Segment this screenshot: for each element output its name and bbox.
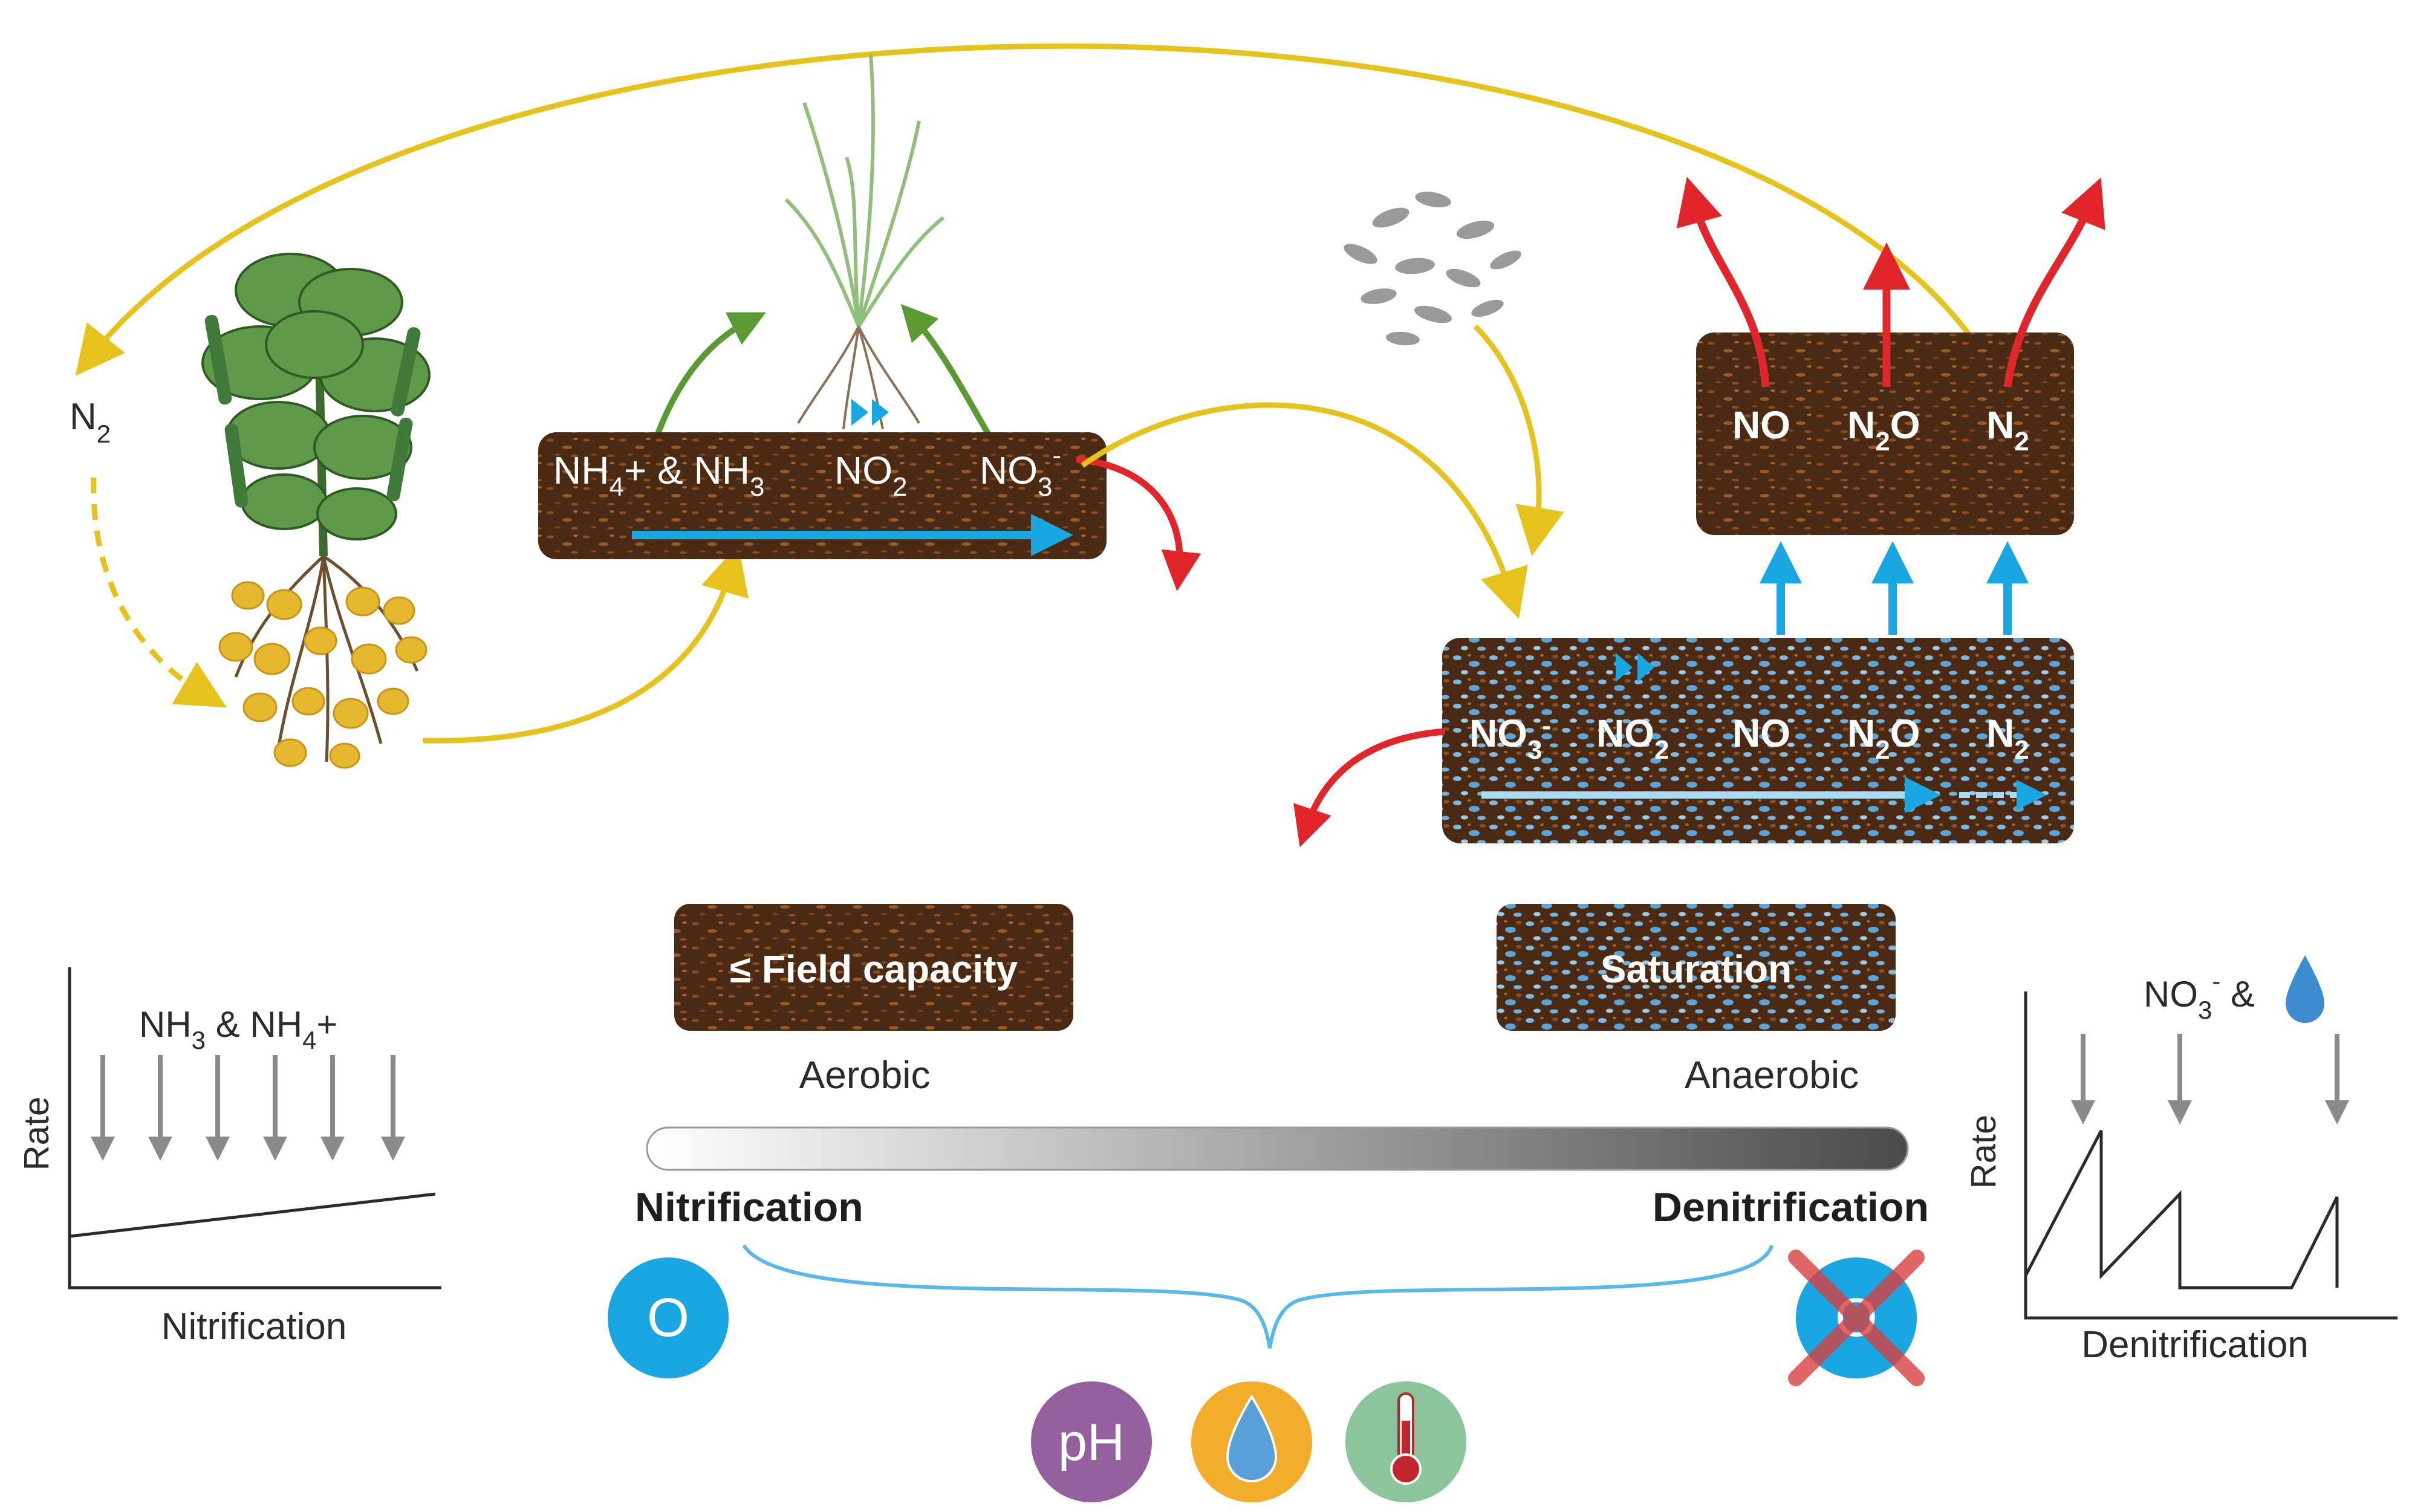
emission-n2-label: N2: [1986, 403, 2029, 456]
saturated-no-label: NO: [1732, 712, 1790, 755]
right-graph-ylabel: Rate: [1964, 1115, 2003, 1189]
saturated-soil-box: NO3- NO2 NO N2O N2: [1442, 638, 2074, 843]
nodule-to-soil-arrow: [423, 545, 749, 744]
svg-text:pH: pH: [1058, 1413, 1125, 1471]
controlling-factors-brace: [742, 1244, 1773, 1349]
moisture-drop-icon: [1191, 1381, 1312, 1502]
nitrate-uptake-arrow: [900, 303, 1001, 452]
saturated-nitrate-label: NO3-: [1469, 711, 1551, 765]
nitrification-heading: Nitrification: [635, 1184, 863, 1230]
nitrite-label: NO2: [834, 449, 907, 502]
anaerobic-label: Anaerobic: [1685, 1053, 1859, 1097]
denitrification-chevron-icon: [1616, 653, 1654, 682]
no-emission-arrow: [1676, 177, 1770, 388]
organic-input-icon: [1344, 192, 1521, 346]
nitrification-chevron-icon: [851, 399, 889, 426]
field-capacity-box: ≤ Field capacity: [674, 904, 1073, 1031]
left-graph-inputs-label: NH3 & NH4+: [139, 1004, 337, 1054]
nitrification-soil-box: NH4+ & NH3 NO2 NO3-: [538, 399, 1107, 559]
nitrate-leaching-arrow: [1076, 456, 1201, 591]
organic-input-arrow: [1473, 324, 1564, 556]
ammonium-uptake-arrow: [650, 312, 766, 449]
emission-soil-box: NO N2O N2: [1696, 333, 2074, 535]
left-graph-ylabel: Rate: [17, 1097, 56, 1171]
saturated-n2o-label: N2O: [1847, 712, 1920, 765]
nitrate-to-saturated-arrow: [1081, 402, 1528, 619]
denitrification-rate-graph: NO3- & Rate Denitrification: [1964, 955, 2398, 1366]
ammonium-label: NH4+ & NH3: [553, 449, 764, 502]
saturated-n2-label: N2: [1986, 712, 2029, 765]
legume-plant-icon: [201, 253, 431, 769]
denitrification-heading: Denitrification: [1653, 1184, 1929, 1230]
svg-text:Saturation: Saturation: [1601, 947, 1792, 991]
ph-icon: pH: [1031, 1381, 1152, 1502]
atmospheric-return-arrow: [75, 43, 1998, 377]
emission-no-label: NO: [1732, 403, 1790, 447]
fixation-dashed-arrow: [91, 477, 227, 708]
no-oxygen-icon: O: [1788, 1250, 1925, 1386]
water-drop-icon: [2286, 955, 2324, 1023]
n2-emission-arrow: [2003, 177, 2105, 388]
grass-plant-icon: [784, 54, 944, 430]
emission-n2o-label: N2O: [1847, 403, 1920, 456]
right-graph-xlabel: Denitrification: [2081, 1324, 2309, 1366]
saturated-leaching-arrow: [1293, 728, 1446, 848]
left-graph-xlabel: Nitrification: [161, 1306, 347, 1348]
saturated-nitrite-label: NO2: [1596, 712, 1669, 765]
nitrification-rate-graph: NH3 & NH4+ Rate Nitrification: [17, 967, 441, 1348]
nitrate-label: NO3-: [980, 441, 1061, 502]
n2-fixation-label: N2: [70, 396, 111, 448]
temperature-icon: [1345, 1381, 1466, 1502]
aerobic-label: Aerobic: [799, 1053, 931, 1097]
svg-text:O: O: [647, 1288, 689, 1348]
aerobic-anaerobic-gradient-bar: [646, 1126, 1909, 1171]
oxygen-icon: O: [608, 1257, 729, 1378]
saturation-box: Saturation: [1497, 904, 1896, 1031]
svg-text:≤ Field capacity: ≤ Field capacity: [730, 947, 1018, 991]
right-graph-inputs-label: NO3- &: [2144, 967, 2255, 1024]
